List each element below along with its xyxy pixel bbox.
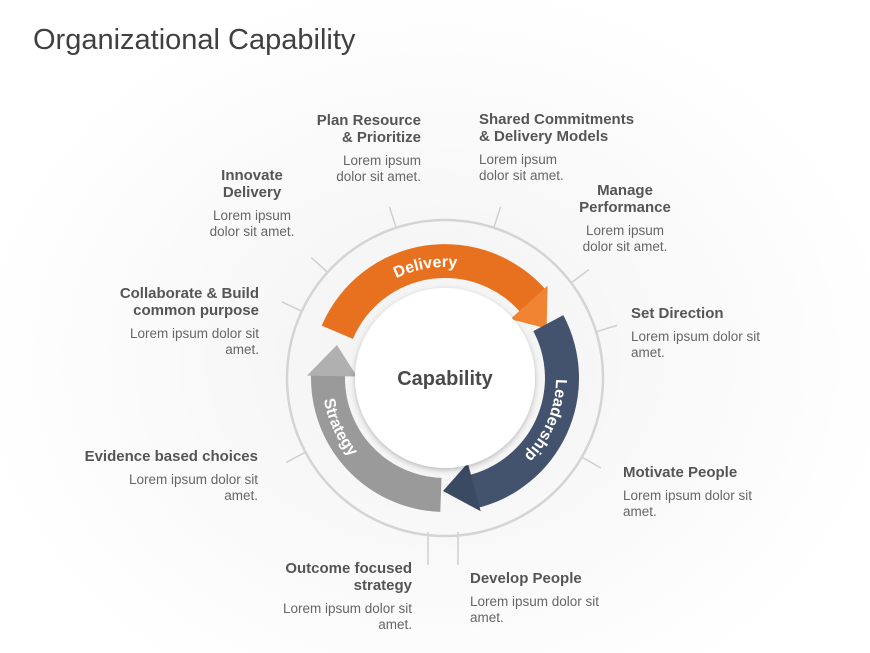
leader-line (581, 456, 602, 469)
arrow-leadership (467, 315, 579, 509)
label-desc: Lorem ipsum dolor sit amet. (128, 472, 258, 503)
outer-ring (285, 218, 605, 538)
label-desc: Lorem ipsum dolor sit amet. (470, 594, 600, 625)
label-title: Develop People (470, 570, 582, 587)
label-title: Plan Resource & Prioritize (316, 112, 421, 146)
arrow-strategy (311, 371, 442, 512)
page-title: Organizational Capability (33, 24, 356, 56)
label-desc: Lorem ipsum dolor sit amet. (623, 488, 753, 519)
leader-line (493, 206, 502, 228)
center-label: Capability (397, 368, 493, 390)
label-desc: Lorem ipsum dolor sit amet. (582, 223, 668, 254)
label-title: Collaborate & Build common purpose (119, 285, 259, 319)
label-desc: Lorem ipsum dolor sit amet. (129, 326, 259, 357)
label-desc: Lorem ipsum dolor sit amet. (631, 329, 761, 360)
arrow-delivery (321, 244, 548, 339)
label-title: Set Direction (631, 305, 724, 322)
label-title: Outcome focused strategy (285, 560, 412, 594)
label-title: Evidence based choices (84, 448, 258, 465)
leader-line (281, 301, 303, 312)
label-desc: Lorem ipsum dolor sit amet. (336, 153, 421, 184)
label-desc: Lorem ipsum dolor sit amet. (479, 152, 564, 183)
label-desc: Lorem ipsum dolor sit amet. (282, 601, 412, 632)
label-title: Manage Performance (579, 182, 671, 216)
leader-lines (281, 206, 618, 565)
center-circle (355, 288, 535, 468)
label-title: Shared Commitments & Delivery Models (479, 111, 635, 145)
label-title: Innovate Delivery (221, 167, 283, 201)
leader-line (310, 257, 329, 273)
arrowhead-strategy (307, 345, 357, 377)
leader-line (388, 206, 397, 228)
arrowhead-leadership (443, 463, 481, 512)
leader-line (570, 269, 590, 284)
arrowhead-delivery (510, 285, 548, 329)
label-desc: Lorem ipsum dolor sit amet. (209, 208, 295, 239)
leader-line (595, 324, 618, 333)
label-title: Motivate People (623, 464, 738, 481)
leader-line (285, 451, 306, 464)
